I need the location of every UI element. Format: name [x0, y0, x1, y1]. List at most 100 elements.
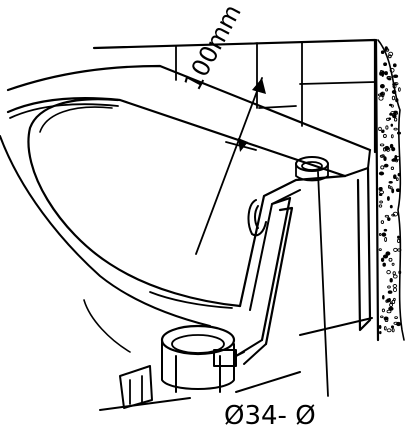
masonry-speck — [383, 62, 388, 67]
masonry-speck — [388, 257, 393, 262]
masonry-speck — [397, 235, 400, 239]
rim-height-dimension: 100mm — [179, 0, 266, 255]
masonry-speck — [390, 123, 394, 127]
masonry-speck — [386, 328, 392, 333]
masonry-speck — [398, 270, 402, 275]
masonry-speck — [382, 134, 387, 138]
masonry-speck — [383, 156, 387, 161]
masonry-speck — [385, 251, 391, 256]
masonry-speck — [379, 331, 382, 335]
masonry-speck — [384, 46, 388, 51]
masonry-speck — [392, 211, 399, 217]
masonry-speck — [378, 193, 383, 197]
masonry-speck — [381, 308, 385, 313]
masonry-speck — [380, 220, 385, 224]
masonry-speck — [378, 186, 383, 192]
masonry-speck — [386, 269, 391, 275]
masonry-speck — [387, 217, 391, 221]
masonry-speck — [385, 125, 389, 130]
masonry-speck — [389, 204, 393, 209]
arrowhead-down-icon — [238, 138, 248, 152]
masonry-speck — [380, 315, 384, 319]
masonry-speck — [385, 88, 389, 92]
masonry-speck — [389, 186, 393, 190]
masonry-speck — [385, 299, 389, 303]
masonry-speck — [384, 237, 388, 242]
masonry-speck — [387, 184, 391, 189]
masonry-speck — [398, 87, 401, 92]
masonry-speck — [391, 262, 395, 266]
masonry-speck — [387, 290, 393, 294]
masonry-speck — [383, 316, 389, 321]
masonry-speck — [388, 117, 392, 121]
masonry-speck — [381, 129, 385, 133]
masonry-speck — [382, 254, 389, 259]
masonry-speck — [395, 188, 401, 193]
masonry-speck — [381, 232, 387, 237]
masonry-speck — [391, 89, 397, 95]
masonry-speck — [392, 114, 397, 119]
masonry-speck — [379, 200, 383, 204]
masonry-speck — [388, 180, 393, 184]
masonry-speck — [378, 126, 382, 132]
masonry-speck — [386, 196, 390, 201]
masonry-speck — [391, 95, 396, 101]
faucet-hole — [295, 156, 329, 182]
masonry-speck — [381, 154, 385, 158]
masonry-speck — [379, 83, 385, 89]
masonry-speck — [397, 172, 401, 177]
masonry-speck — [392, 274, 398, 279]
masonry-speck — [394, 316, 398, 319]
masonry-speck — [391, 328, 395, 333]
tub-rim — [6, 64, 372, 332]
masonry-speck — [388, 54, 392, 59]
masonry-speck — [382, 262, 386, 267]
masonry-speck — [391, 146, 396, 152]
masonry-speck — [390, 166, 395, 171]
masonry-speck — [389, 67, 395, 73]
masonry-speck — [393, 127, 398, 131]
tub-basin — [0, 98, 347, 327]
masonry-speck — [382, 294, 385, 300]
masonry-speck — [393, 74, 399, 78]
masonry-speck — [388, 51, 394, 57]
masonry-speck — [386, 309, 392, 314]
masonry-speck — [379, 143, 385, 147]
masonry-speck — [390, 134, 394, 139]
masonry-speck — [385, 147, 391, 152]
masonry-speck — [383, 163, 389, 168]
masonry-speck — [381, 72, 384, 77]
masonry-speck — [384, 71, 388, 76]
masonry-speck — [386, 76, 392, 79]
masonry-speck — [393, 110, 398, 114]
masonry-speck — [390, 104, 394, 108]
masonry-speck — [393, 117, 398, 122]
masonry-speck — [391, 188, 395, 194]
masonry-speck — [387, 285, 391, 289]
masonry-speck — [380, 257, 385, 262]
drain-diameter-label: Ø34- Ø — [224, 401, 316, 431]
rim-height-label: 100mm — [179, 0, 247, 95]
masonry-speck — [380, 50, 385, 55]
drain-assembly — [83, 299, 245, 411]
arrowhead-up-icon — [252, 78, 266, 94]
masonry-speck — [390, 325, 395, 329]
masonry-speck — [378, 171, 385, 176]
masonry-wall — [374, 38, 405, 342]
drain-diameter-callout: Ø34- Ø — [224, 171, 329, 431]
masonry-speck — [393, 247, 398, 252]
masonry-texture — [377, 46, 402, 335]
masonry-speck — [378, 248, 382, 251]
masonry-speck — [396, 131, 402, 135]
masonry-speck — [392, 271, 396, 276]
masonry-speck — [378, 95, 384, 101]
masonry-speck — [392, 287, 398, 293]
masonry-speck — [391, 299, 396, 305]
masonry-speck — [392, 83, 397, 89]
masonry-speck — [392, 284, 398, 288]
masonry-speck — [392, 63, 397, 68]
masonry-speck — [378, 233, 382, 236]
masonry-speck — [389, 302, 394, 308]
